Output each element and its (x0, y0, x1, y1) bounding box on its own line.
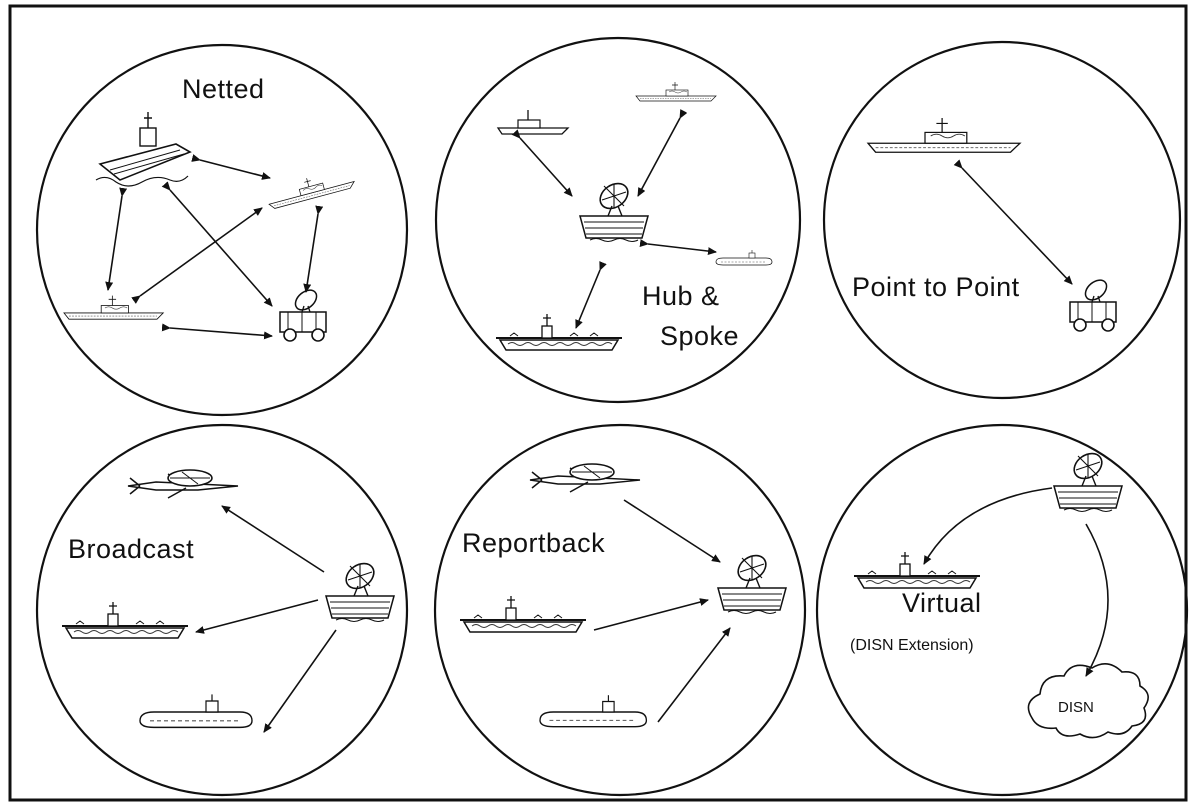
panel-netted: Netted (35, 43, 409, 417)
diagram-frame (8, 4, 1188, 802)
link-arrow (303, 205, 324, 293)
disn-extension-label: (DISN Extension) (850, 637, 974, 654)
point-to-point-label: Point to Point (852, 272, 1020, 302)
spoke-arrow (639, 239, 717, 256)
cloud-icon (1027, 663, 1149, 739)
link-arrow (105, 187, 128, 291)
aircraft-carrier-icon (95, 111, 191, 187)
broadcast-arrow (195, 599, 319, 634)
reportback-arrow (623, 499, 721, 563)
virtual-arrow (923, 487, 1053, 565)
point-to-point-circle (822, 40, 1182, 400)
reportback-arrow (657, 627, 731, 723)
broadcast-label: Broadcast (68, 534, 194, 564)
destroyer-icon (635, 81, 717, 102)
satellite-terminal-ship-icon (579, 177, 649, 243)
link-arrow (161, 181, 273, 307)
satcom-vehicle-icon (1069, 275, 1117, 332)
destroyer-icon (63, 295, 164, 320)
disn-cloud-label: DISN (1058, 699, 1094, 716)
hub-label: Hub & (642, 281, 720, 311)
aircraft-carrier-icon (459, 595, 587, 633)
frigate-icon (497, 109, 569, 135)
reportback-arrow (593, 598, 709, 631)
link-arrow (953, 159, 1073, 285)
spoke-arrow (575, 261, 607, 329)
aircraft-carrier-icon (495, 313, 623, 351)
virtual-label: Virtual (902, 588, 982, 618)
submarine-icon (139, 693, 253, 729)
broadcast-circle (35, 423, 409, 797)
spoke-label: Spoke (660, 321, 739, 351)
satellite-terminal-ship-icon (1053, 447, 1123, 513)
spoke-arrow (637, 109, 688, 197)
aircraft-carrier-icon (853, 551, 981, 589)
satellite-terminal-ship-icon (325, 557, 395, 623)
panel-broadcast: Broadcast (35, 423, 409, 797)
reportback-label: Reportback (462, 528, 605, 558)
aircraft-carrier-icon (61, 601, 189, 639)
link-arrow (161, 323, 273, 340)
panel-point-to-point: Point to Point (822, 40, 1182, 400)
spoke-arrow (511, 129, 573, 197)
submarine-icon (715, 249, 773, 266)
panel-virtual: Virtual (DISN Extension) DISN (815, 423, 1189, 797)
submarine-icon (539, 694, 648, 728)
destroyer-icon (867, 117, 1021, 153)
link-arrow (191, 154, 271, 180)
panel-hub-and-spoke: Hub & Spoke (434, 36, 802, 404)
destroyer-icon (264, 166, 356, 210)
broadcast-arrow (221, 505, 325, 573)
netted-circle (35, 43, 409, 417)
satcom-vehicle-icon (279, 285, 327, 342)
virtual-arrow (1085, 523, 1109, 677)
netted-label: Netted (182, 74, 265, 104)
virtual-circle (815, 423, 1189, 797)
hub-spoke-circle (434, 36, 802, 404)
panel-reportback: Reportback (433, 423, 807, 797)
satellite-terminal-ship-icon (717, 549, 787, 615)
reportback-circle (433, 423, 807, 797)
link-arrow (131, 207, 263, 304)
broadcast-arrow (263, 629, 337, 733)
awacs-aircraft-icon (127, 469, 239, 499)
awacs-aircraft-icon (529, 463, 641, 493)
